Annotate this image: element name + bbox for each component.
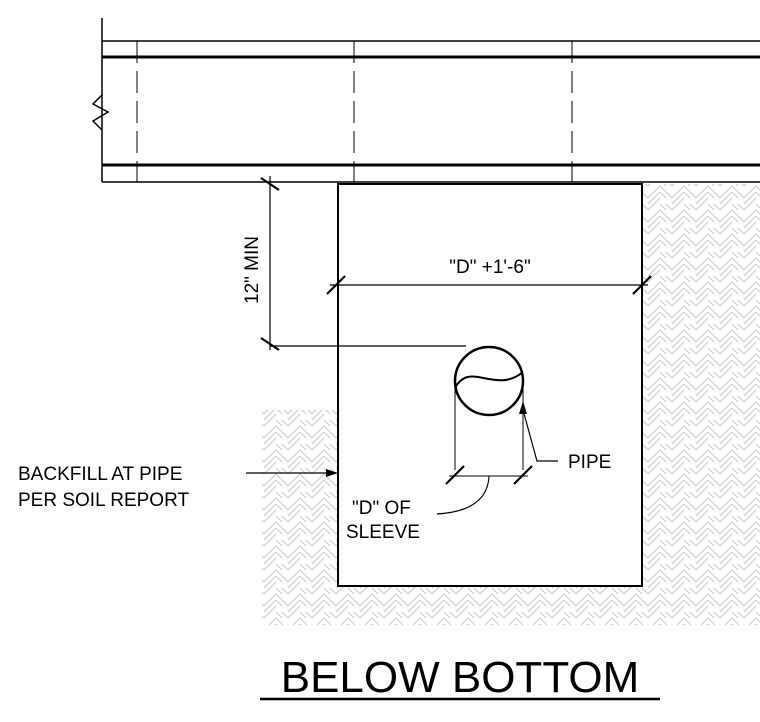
sleeve-leader	[436, 475, 490, 515]
width-dimension	[326, 275, 652, 295]
drawing-title: BELOW BOTTOM	[281, 653, 640, 702]
min-clearance-label: 12" MIN	[242, 236, 263, 304]
backfill-leader	[246, 469, 338, 477]
min-clearance-dimension	[260, 176, 466, 351]
pipe-label: PIPE	[568, 452, 611, 473]
sleeve-label-line1: "D" OF	[352, 498, 411, 519]
slab	[91, 18, 760, 183]
backfill-label-line2: PER SOIL REPORT	[18, 490, 189, 511]
width-dimension-label: "D" +1'-6"	[449, 257, 530, 278]
pipe-sleeve	[445, 345, 533, 485]
soil-hatch	[262, 184, 760, 625]
pipe-leader	[519, 401, 558, 462]
sleeve-label-line2: SLEEVE	[346, 522, 420, 543]
backfill-label-line1: BACKFILL AT PIPE	[18, 464, 182, 485]
